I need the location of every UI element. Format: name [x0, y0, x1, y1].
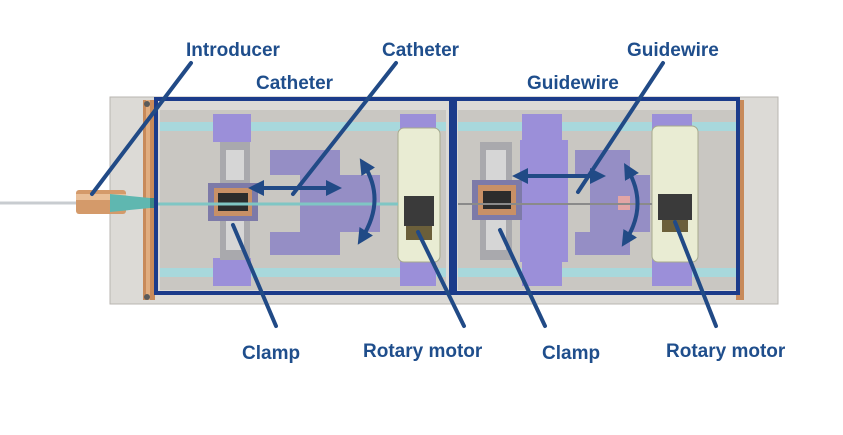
label-introducer: Introducer [186, 40, 280, 61]
introducer-part [76, 190, 156, 214]
label-clamp-right: Clamp [542, 343, 601, 364]
label-catheter-top: Catheter [382, 40, 460, 61]
label-catheter-sub: Catheter [256, 73, 334, 94]
label-rotary-motor-right: Rotary motor [666, 341, 786, 362]
catheter-leader [291, 61, 398, 196]
guidewire-module-box [453, 97, 740, 295]
label-guidewire-top: Guidewire [627, 40, 719, 61]
guidewire-leader [576, 61, 665, 194]
label-rotary-motor-left: Rotary motor [363, 341, 483, 362]
catheter-module-box [154, 97, 453, 295]
clamp-left-leader [231, 223, 278, 328]
leader-lines [90, 61, 718, 328]
rotary-motor-left-leader [416, 230, 466, 328]
label-clamp-left: Clamp [242, 343, 301, 364]
guidewire-module [458, 110, 736, 290]
motion-arrows [248, 158, 640, 247]
rotary-motor-right-leader [673, 220, 718, 328]
label-guidewire-sub: Guidewire [527, 73, 619, 94]
clamp-right-leader [498, 228, 547, 328]
guidewire-rotation-arrow [621, 163, 640, 247]
catheter-module [160, 110, 446, 290]
introducer-leader [90, 61, 193, 196]
catheter-rotation-arrow [357, 158, 377, 245]
